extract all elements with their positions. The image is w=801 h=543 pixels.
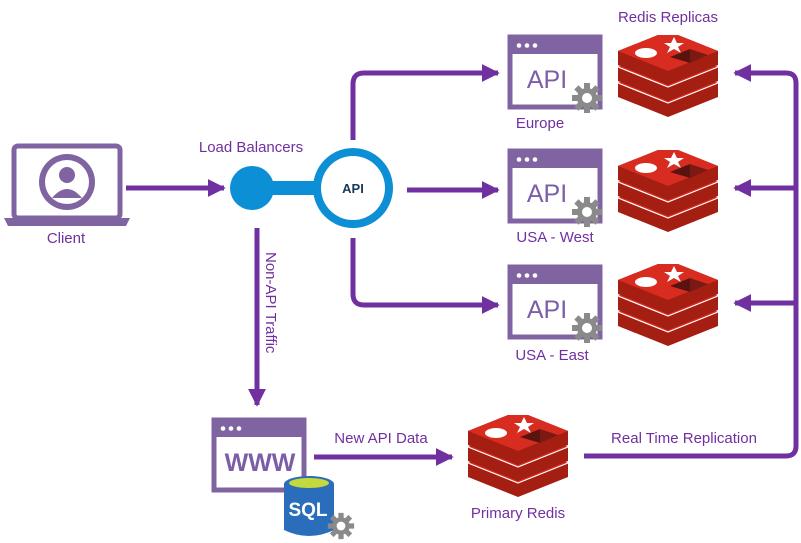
- load-balancer-icon: [230, 148, 393, 228]
- primary-redis-label: Primary Redis: [471, 505, 565, 522]
- region-label-europe: Europe: [516, 115, 564, 132]
- lb-api-label: API: [342, 181, 364, 196]
- redis-replica-usa-west-icon: [617, 150, 719, 232]
- gear-icon: [572, 197, 602, 227]
- redis-replica-europe-icon: [617, 35, 719, 117]
- sql-label: SQL: [288, 500, 327, 521]
- redis-replica-usa-east-icon: [617, 264, 719, 346]
- non-api-traffic-label: Non-API Traffic: [262, 252, 279, 354]
- gear-icon: [572, 83, 602, 113]
- gear-icon: [327, 512, 355, 540]
- api-badge-usa-west: API: [527, 180, 567, 208]
- sql-database-icon: [284, 476, 355, 540]
- primary-redis-icon: [467, 415, 569, 497]
- region-label-usa-east: USA - East: [515, 347, 589, 364]
- lb-to-usa-east-arrow: [350, 238, 500, 314]
- redis-replicas-label: Redis Replicas: [618, 9, 718, 26]
- api-badge-usa-east: API: [527, 296, 567, 324]
- lb-to-europe-arrow: [350, 64, 500, 140]
- replication-bus: [584, 64, 799, 459]
- client-label: Client: [47, 230, 86, 247]
- new-api-data-label: New API Data: [334, 430, 428, 447]
- api-window-usa-east: [507, 264, 603, 343]
- load-balancers-label: Load Balancers: [199, 139, 303, 156]
- real-time-replication-label: Real Time Replication: [611, 430, 757, 447]
- api-window-europe: [507, 34, 603, 113]
- web-server-window: [211, 417, 307, 493]
- client-laptop-icon: [4, 143, 130, 226]
- api-badge-europe: API: [527, 66, 567, 94]
- api-window-usa-west: [507, 148, 603, 227]
- region-label-usa-west: USA - West: [516, 229, 594, 246]
- gear-icon: [572, 313, 602, 343]
- www-badge: WWW: [225, 449, 296, 477]
